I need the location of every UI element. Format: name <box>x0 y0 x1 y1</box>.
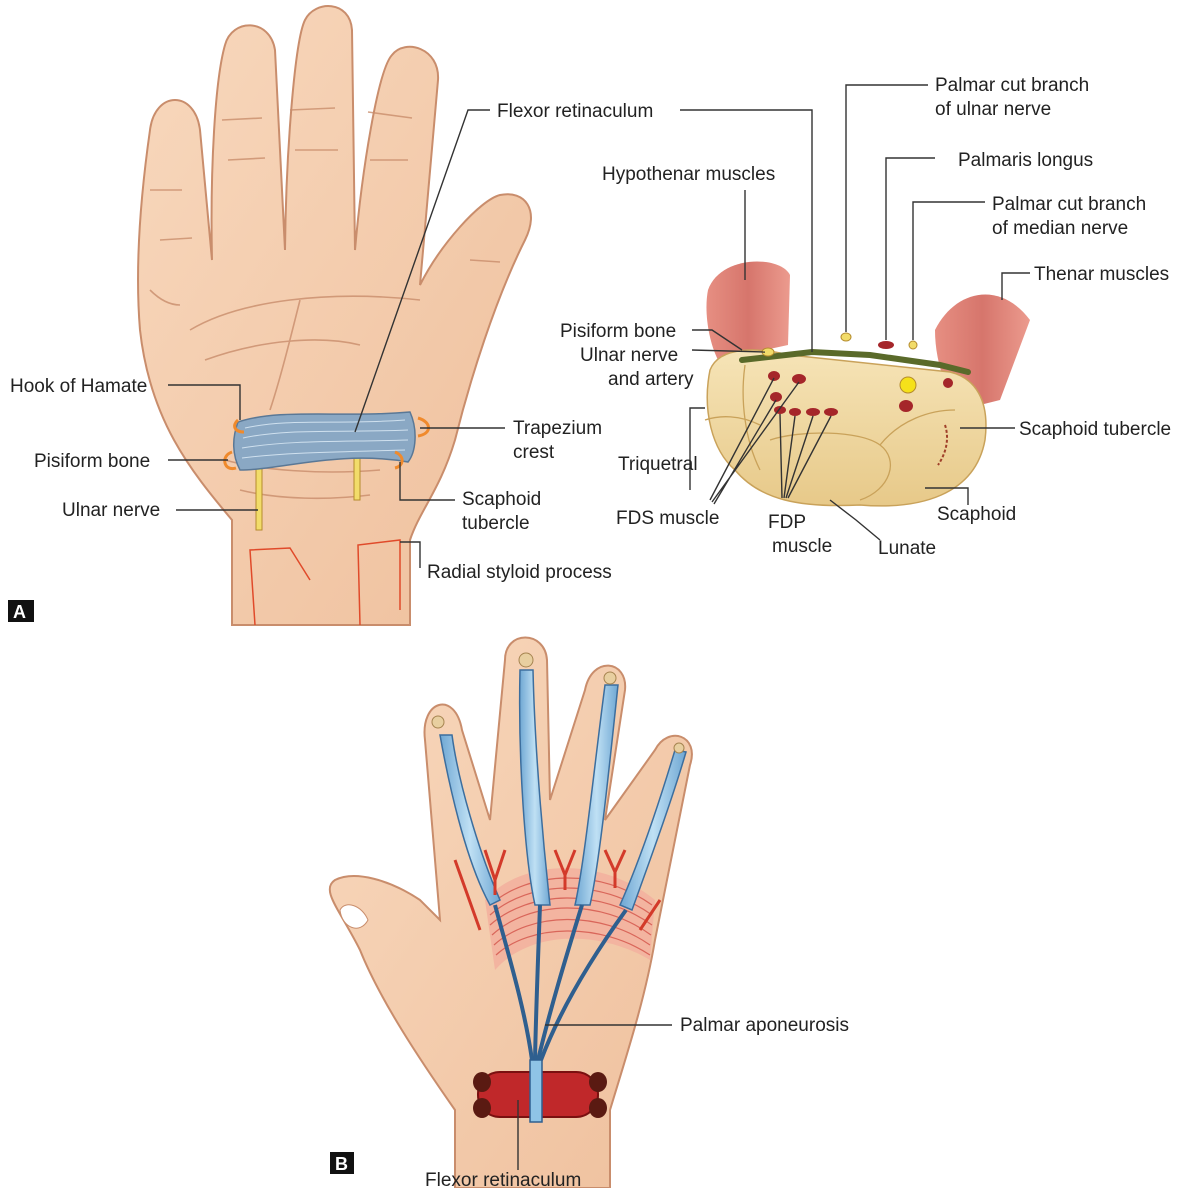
label-palmar-aponeurosis: Palmar aponeurosis <box>680 1015 849 1036</box>
label-scaphoid-tubercle-a-1: Scaphoid <box>462 489 541 510</box>
label-palmaris-longus: Palmaris longus <box>958 150 1093 171</box>
label-lunate: Lunate <box>878 538 936 559</box>
carpal-tunnel-section <box>705 261 1030 505</box>
palmaris-longus-tendon <box>530 1060 542 1122</box>
panel-a-tag-text: A <box>13 602 26 622</box>
label-ulnar-nerve-artery-1: Ulnar nerve <box>580 345 678 366</box>
panel-b-hand <box>330 638 692 1188</box>
label-ulnar-nerve-a: Ulnar nerve <box>62 500 160 521</box>
label-flexor-retinaculum-b: Flexor retinaculum <box>425 1170 581 1188</box>
label-fdp-2: muscle <box>772 536 832 557</box>
panel-a-tag: A <box>8 600 34 622</box>
label-trapezium-1: Trapezium <box>513 418 602 439</box>
finger-bone-tips <box>432 653 684 753</box>
label-flexor-retinaculum-a: Flexor retinaculum <box>497 101 653 122</box>
label-hook-of-hamate: Hook of Hamate <box>10 376 147 397</box>
panel-b-tag-text: B <box>335 1154 348 1174</box>
label-fds: FDS muscle <box>616 508 719 529</box>
label-fdp-1: FDP <box>768 512 806 533</box>
label-palmar-cut-ulnar-2: of ulnar nerve <box>935 99 1051 120</box>
carpal-bones <box>707 350 986 506</box>
hypothenar-muscle <box>706 261 790 360</box>
label-thenar: Thenar muscles <box>1034 264 1169 285</box>
label-palmar-cut-ulnar-1: Palmar cut branch <box>935 75 1089 96</box>
label-trapezium-2: crest <box>513 442 555 463</box>
label-pisiform-bone-a: Pisiform bone <box>34 451 150 472</box>
label-palmar-cut-median-2: of median nerve <box>992 218 1128 239</box>
label-ulnar-nerve-artery-2: and artery <box>608 369 694 390</box>
label-scaphoid-tubercle-section: Scaphoid tubercle <box>1019 419 1171 440</box>
label-radial-styloid: Radial styloid process <box>427 562 612 583</box>
label-pisiform-section: Pisiform bone <box>560 321 676 342</box>
label-hypothenar: Hypothenar muscles <box>602 164 775 185</box>
label-scaphoid-tubercle-a-2: tubercle <box>462 513 530 534</box>
label-scaphoid: Scaphoid <box>937 504 1016 525</box>
label-triquetral: Triquetral <box>618 454 698 475</box>
label-palmar-cut-median-1: Palmar cut branch <box>992 194 1146 215</box>
panel-b-tag: B <box>330 1152 354 1174</box>
